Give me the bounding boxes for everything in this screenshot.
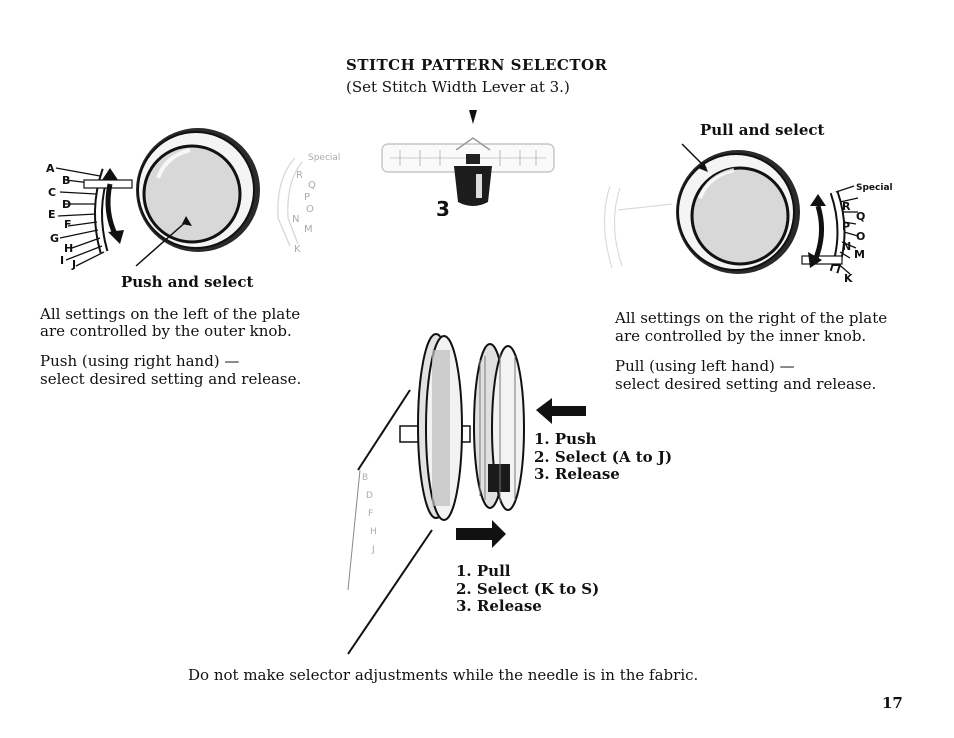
faded-letter: R xyxy=(296,170,303,181)
pull-step: 2. Select (K to S) xyxy=(456,580,600,598)
scale-letter: N xyxy=(842,240,851,253)
faded-letter: M xyxy=(304,224,313,235)
scale-letter: H xyxy=(64,242,73,255)
left-paragraph-line: Push (using right hand) — xyxy=(40,352,240,370)
right-paragraph-line: All settings on the right of the plate xyxy=(615,309,888,327)
left-paragraph-line: select desired setting and release. xyxy=(40,370,302,388)
scale-letter: F xyxy=(64,218,72,231)
scale-letter: I xyxy=(60,254,64,267)
page-number: 17 xyxy=(882,694,903,712)
scale-letter: M xyxy=(854,248,865,261)
faded-letter: K xyxy=(294,244,301,255)
right-knob-caption: Pull and select xyxy=(700,121,825,139)
svg-text:J: J xyxy=(371,545,375,555)
pointer-arrow-icon xyxy=(469,110,477,124)
footer-note: Do not make selector adjustments while t… xyxy=(188,666,699,684)
scale-letter: A xyxy=(46,162,55,175)
faded-special-label: Special xyxy=(308,153,340,163)
left-paragraph-line: All settings on the left of the plate xyxy=(40,305,301,323)
right-paragraph-line: Pull (using left hand) — xyxy=(615,357,795,375)
right-paragraph-line: are controlled by the inner knob. xyxy=(615,327,867,345)
page-subtitle: (Set Stitch Width Lever at 3.) xyxy=(346,78,570,96)
right-paragraph-line: select desired setting and release. xyxy=(615,375,877,393)
scale-letter: J xyxy=(71,258,76,271)
scale-letter: G xyxy=(50,232,59,245)
faded-letter: Q xyxy=(308,180,316,191)
left-paragraph-line: are controlled by the outer knob. xyxy=(40,322,292,340)
scale-letter: B xyxy=(62,174,70,187)
scale-letter: D xyxy=(62,198,71,211)
pull-step: 1. Pull xyxy=(456,562,511,580)
faded-letter: N xyxy=(292,214,299,225)
scale-letter: C xyxy=(48,186,56,199)
stitch-width-lever-illustration: 3 xyxy=(381,110,555,216)
special-label: Special xyxy=(856,183,893,193)
selector-side-view-illustration: BDF HJ xyxy=(347,333,586,655)
page-title: STITCH PATTERN SELECTOR xyxy=(346,56,608,74)
pull-arrow-icon xyxy=(456,520,506,548)
scale-letter: Q xyxy=(856,210,865,223)
push-step: 1. Push xyxy=(534,430,597,448)
scale-letter: O xyxy=(856,230,865,243)
inner-knob-illustration: Special R Q P O N M L K xyxy=(603,143,893,285)
faded-letter: O xyxy=(306,204,314,215)
push-step: 3. Release xyxy=(534,465,620,483)
push-arrow-icon xyxy=(536,398,586,424)
lever-setting-label: 3 xyxy=(436,197,450,216)
svg-text:B: B xyxy=(362,473,368,483)
pull-step: 3. Release xyxy=(456,597,542,615)
svg-text:H: H xyxy=(370,527,377,537)
svg-text:F: F xyxy=(368,509,373,519)
scale-letter: R xyxy=(842,200,851,213)
left-knob-caption: Push and select xyxy=(121,273,254,291)
scale-letter: P xyxy=(842,220,850,233)
scale-letter: K xyxy=(844,272,853,285)
faded-letter: P xyxy=(304,192,310,203)
push-step: 2. Select (A to J) xyxy=(534,448,673,466)
outer-knob-illustration: Special R Q P O N M K A B C D E F G H I … xyxy=(46,128,340,271)
scale-letter: E xyxy=(48,208,56,221)
svg-text:D: D xyxy=(366,491,373,501)
